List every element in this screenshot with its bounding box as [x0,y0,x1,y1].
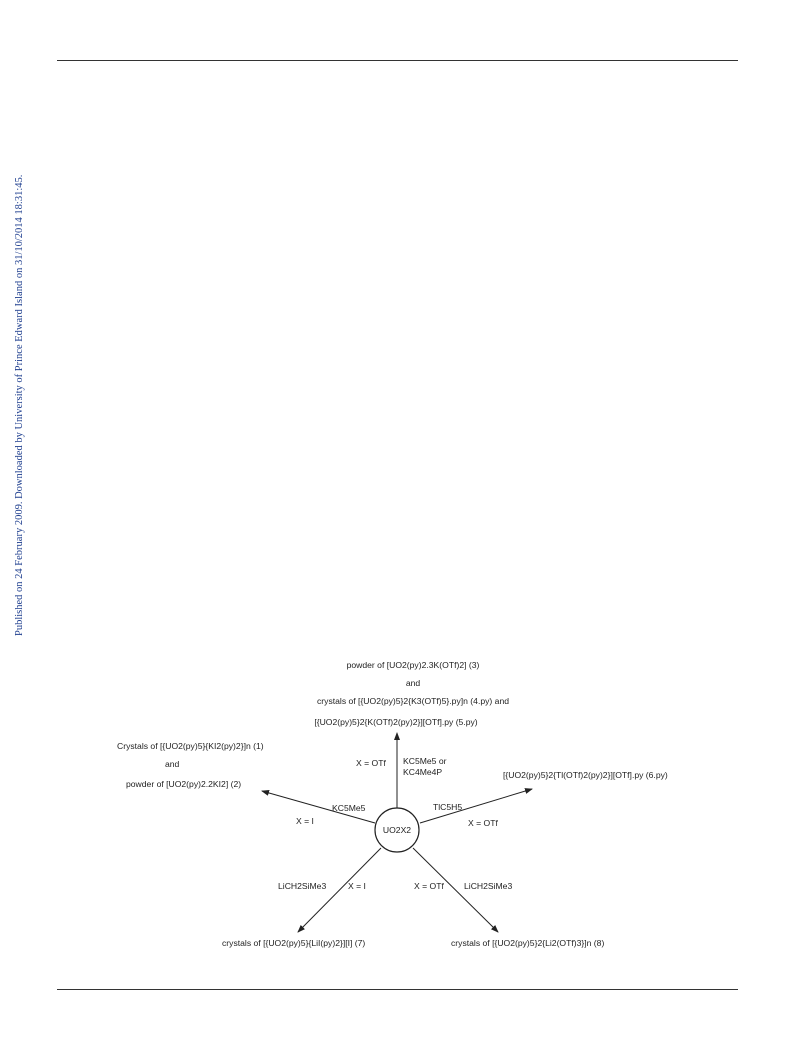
lower-right-condition: X = OTf [414,881,444,891]
arrow-left [261,790,376,824]
arrow-lower-right [412,847,499,933]
top-prod-2: crystals of [{UO2(py)5}2{K3(OTf)5}.py]n … [317,696,509,706]
top-condition: X = OTf [356,758,386,768]
lower-left-reagent: LiCH2SiMe3 [278,881,326,891]
arrow-right [419,788,533,824]
footer-rule [57,989,738,990]
arrow-lower-left [297,847,382,933]
left-prod-2: powder of [UO2(py)2.2KI2] (2) [126,779,241,789]
center-circle [374,807,420,853]
left-prod-1: Crystals of [{UO2(py)5}{KI2(py)2}]n (1) [117,741,264,751]
right-condition: X = OTf [468,818,498,828]
left-and: and [165,759,180,769]
header-rule [57,60,738,61]
right-prod: [{UO2(py)5}2{Tl(OTf)2(py)2}][OTf].py (6.… [503,770,668,780]
top-reagent-1: KC5Me5 or [403,756,447,766]
top-reagent-2: KC4Me4P [403,767,442,777]
right-reagent: TlC5H5 [433,802,462,812]
top-prod-1: powder of [UO2(py)2.3K(OTf)2] (3) [347,660,480,670]
top-prod-3: [{UO2(py)5}2{K(OTf)2(py)2}][OTf].py (5.p… [314,717,477,727]
lower-left-condition: X = I [348,881,366,891]
top-and: and [406,678,421,688]
left-reagent: KC5Me5 [332,803,366,813]
lower-right-reagent: LiCH2SiMe3 [464,881,512,891]
center-label: UO2X2 [383,825,411,835]
left-condition: X = I [296,816,314,826]
lower-left-prod: crystals of [{UO2(py)5}{LiI(py)2}][I] (7… [222,938,365,948]
lower-right-prod: crystals of [{UO2(py)5}2{Li2(OTf)3}]n (8… [451,938,604,948]
